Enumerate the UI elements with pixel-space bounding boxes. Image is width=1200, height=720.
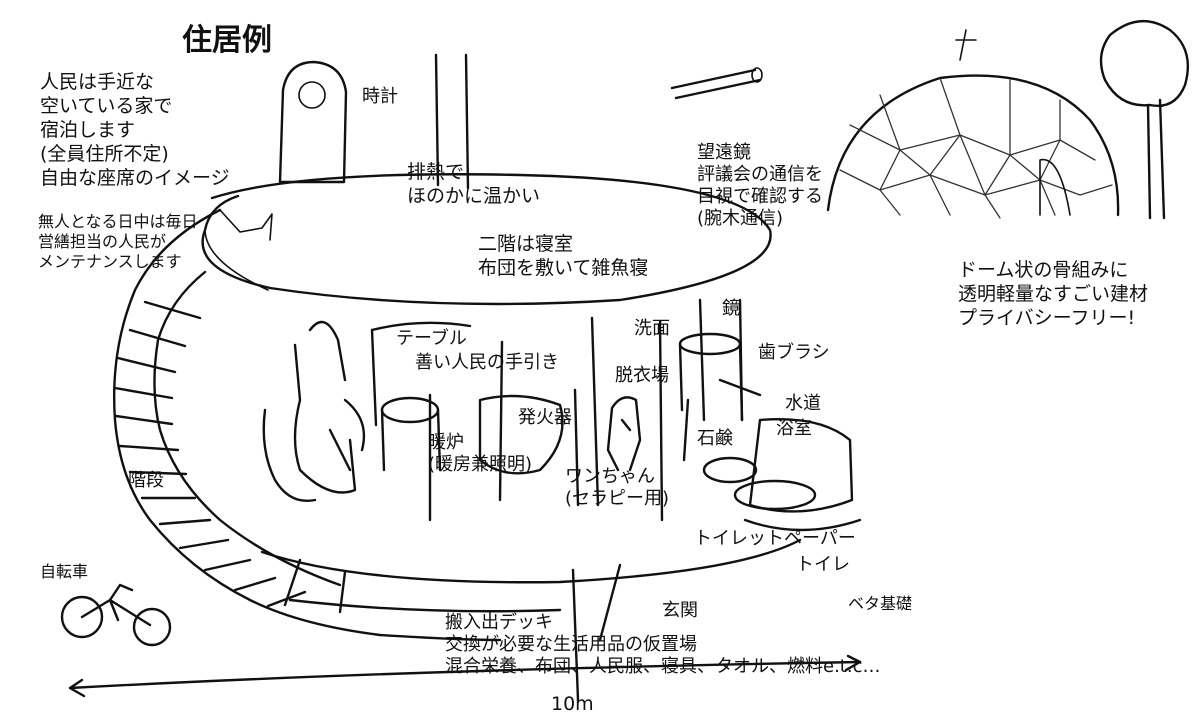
label-telescope: 望遠鏡 評議会の通信を 目視で確認する (腕木通信) [697, 142, 823, 229]
label-toilet: トイレ [796, 554, 850, 575]
note-dome-material: ドーム状の骨組みに 透明軽量なすごい建材 プライバシーフリー! [958, 259, 1149, 329]
label-water-tap: 水道 [785, 393, 821, 414]
label-mirror: 鏡 [722, 298, 740, 319]
interior-walls [370, 298, 744, 522]
label-washbasin: 洗面 [634, 318, 670, 339]
label-table: テーブル [396, 328, 467, 349]
label-soap: 石鹸 [697, 428, 733, 449]
label-entrance: 玄関 [662, 600, 698, 621]
staircase [112, 208, 502, 642]
telescope-tube [670, 67, 763, 100]
clock-tower [278, 60, 348, 184]
label-toilet-paper: トイレットペーパー [694, 528, 856, 549]
label-stove: 暖炉 (暖房兼照明) [428, 432, 533, 475]
label-exhaust: 排熱で ほのかに温かい [407, 161, 541, 207]
label-therapy-dog: ワンちゃん (セラピー用) [565, 466, 670, 509]
label-scale: 10m [551, 693, 594, 715]
label-second-floor: 二階は寝室 布団を敷いて雑魚寝 [478, 233, 649, 279]
label-toothbrush: 歯ブラシ [758, 342, 830, 363]
label-dressing-room: 脱衣場 [615, 365, 669, 386]
note-residents: 人民は手近な 空いている家で 宿泊します (全員住所不定) 自由な座席のイメージ [40, 71, 230, 189]
label-bathroom: 浴室 [776, 418, 812, 439]
geodesic-dome [826, 29, 1120, 219]
bicycle-drawing [60, 583, 172, 647]
bathroom-fixtures [678, 332, 862, 532]
label-delivery-deck: 搬入出デッキ 交換が必要な生活用品の仮置場 混合栄養、布団、人民服、寝具、タオル… [445, 612, 881, 677]
note-daytime-maintenance: 無人となる日中は毎日 営繕担当の人民が メンテナンスします [38, 212, 198, 271]
page-title: 住居例 [182, 23, 272, 58]
label-stairs: 階段 [128, 470, 164, 491]
label-fire-starter: 発火器 [518, 407, 572, 428]
roof-disc [201, 173, 772, 306]
scale-arrow [68, 654, 862, 698]
label-foundation: ベタ基礎 [848, 594, 913, 613]
label-clock: 時計 [362, 86, 398, 107]
tree-drawing [1099, 19, 1189, 220]
label-bicycle: 自転車 [40, 562, 89, 581]
label-guide-book: 善い人民の手引き [415, 352, 559, 373]
floor-base [260, 538, 802, 702]
residents-figures [262, 320, 366, 502]
fire-pit-stove [380, 394, 564, 475]
exhaust-chimney [434, 53, 470, 190]
dog-figure [606, 396, 642, 472]
